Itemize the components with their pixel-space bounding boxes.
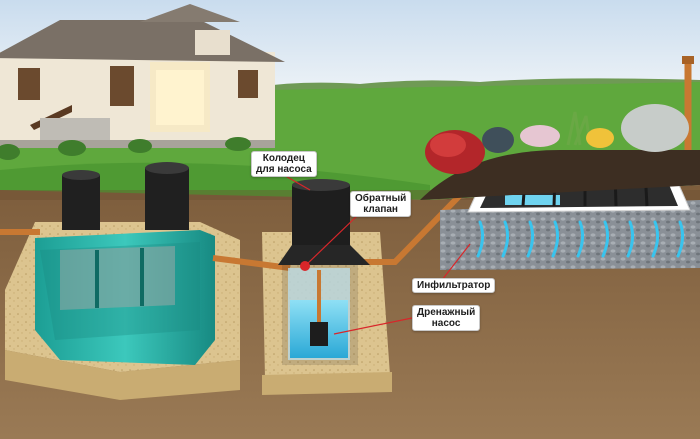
check-valve-label: Обратный клапан [350, 191, 411, 217]
pump-well-label: Колодец для насоса [251, 151, 317, 177]
drainage-pump-label: Дренажный насос [412, 305, 480, 331]
drainage-pump-unit [310, 322, 328, 346]
infiltrator-label: Инфильтратор [412, 278, 495, 293]
